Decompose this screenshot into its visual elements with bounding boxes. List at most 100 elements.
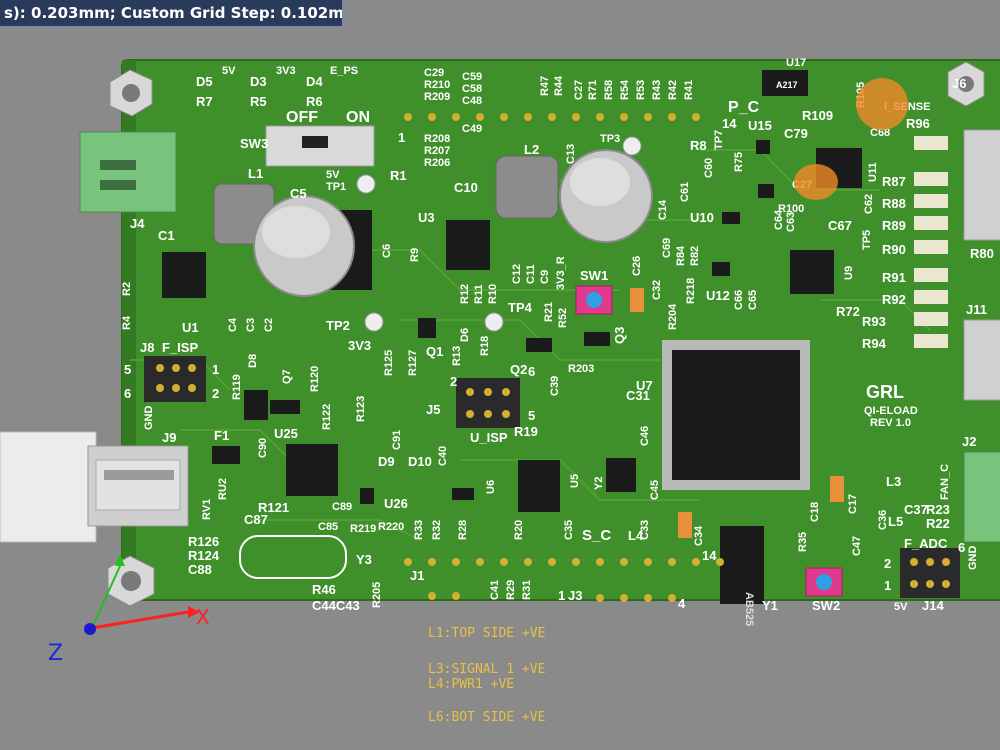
svg-text:6: 6 (124, 386, 131, 401)
svg-text:R219: R219 (350, 523, 376, 535)
svg-text:R22: R22 (926, 516, 950, 531)
svg-text:SW1: SW1 (580, 268, 608, 283)
svg-text:C2: C2 (263, 318, 275, 332)
svg-text:C85: C85 (318, 521, 338, 533)
svg-text:R1: R1 (390, 168, 407, 183)
svg-text:C64: C64 (773, 209, 785, 230)
svg-text:C91: C91 (391, 430, 403, 450)
svg-text:R120: R120 (309, 366, 321, 392)
layer-legend-l3: L3:SIGNAL 1 +VE (428, 662, 546, 677)
svg-text:R6: R6 (306, 94, 323, 109)
svg-text:5V: 5V (326, 169, 340, 181)
svg-text:R75: R75 (733, 152, 745, 172)
svg-text:R2: R2 (121, 282, 133, 296)
svg-text:C35: C35 (563, 520, 575, 540)
svg-text:C44C43: C44C43 (312, 598, 360, 613)
push-button-sw2[interactable] (805, 567, 843, 597)
svg-text:R52: R52 (557, 308, 569, 328)
svg-text:U25: U25 (274, 426, 298, 441)
svg-text:R119: R119 (231, 374, 243, 400)
svg-text:R82: R82 (689, 246, 701, 266)
push-button-sw1[interactable] (575, 285, 613, 315)
svg-text:R20: R20 (513, 520, 525, 540)
svg-text:R123: R123 (355, 396, 367, 422)
svg-text:U12: U12 (706, 288, 730, 303)
svg-text:GND: GND (143, 406, 155, 431)
svg-text:R18: R18 (479, 336, 491, 356)
svg-text:R126: R126 (188, 534, 219, 549)
pin-row-bottom (404, 558, 724, 602)
svg-text:J1: J1 (410, 568, 424, 583)
svg-text:C62: C62 (863, 194, 875, 214)
svg-text:R121: R121 (258, 500, 289, 515)
svg-text:F1: F1 (214, 428, 229, 443)
svg-text:C18: C18 (809, 502, 821, 522)
svg-text:C79: C79 (784, 126, 808, 141)
svg-text:R42: R42 (667, 80, 679, 100)
svg-text:L2: L2 (524, 142, 539, 157)
svg-text:TP5: TP5 (861, 230, 873, 250)
svg-text:3V3: 3V3 (348, 338, 371, 353)
svg-text:6: 6 (958, 540, 965, 555)
svg-text:R203: R203 (568, 363, 594, 375)
svg-text:C1: C1 (158, 228, 175, 243)
inductor-l2 (495, 155, 559, 219)
svg-text:C69: C69 (661, 238, 673, 258)
svg-text:14: 14 (702, 548, 717, 563)
svg-text:J6: J6 (952, 76, 966, 91)
svg-text:J2: J2 (962, 434, 976, 449)
svg-text:U1: U1 (182, 320, 199, 335)
crystal-y3 (239, 535, 347, 579)
svg-text:L5: L5 (888, 514, 903, 529)
svg-text:Q7: Q7 (281, 369, 293, 384)
svg-text:R44: R44 (553, 75, 565, 96)
svg-text:R28: R28 (457, 520, 469, 540)
svg-text:R125: R125 (383, 350, 395, 376)
svg-text:C9: C9 (539, 270, 551, 284)
svg-text:D10: D10 (408, 454, 432, 469)
slide-switch-sw3[interactable] (265, 125, 375, 167)
svg-text:Y2: Y2 (593, 477, 605, 490)
svg-text:C46: C46 (639, 426, 651, 446)
svg-text:R13: R13 (451, 346, 463, 366)
svg-text:Q3: Q3 (612, 327, 627, 344)
svg-text:D5: D5 (196, 74, 213, 89)
svg-text:R58: R58 (603, 80, 615, 100)
svg-text:R94: R94 (862, 336, 887, 351)
svg-text:R43: R43 (651, 80, 663, 100)
svg-text:R71: R71 (587, 80, 599, 100)
svg-text:C17: C17 (847, 494, 859, 514)
svg-text:C31: C31 (626, 388, 650, 403)
svg-text:C26: C26 (631, 256, 643, 276)
layer-legend-l4: L4:PWR1 +VE (428, 677, 515, 692)
connector-r80 (963, 129, 1000, 241)
status-bar-grid-info: s): 0.203mm; Custom Grid Step: 0.102mm (0, 0, 344, 28)
svg-text:C48: C48 (462, 95, 482, 107)
svg-text:U11: U11 (867, 162, 879, 182)
svg-text:R88: R88 (882, 196, 906, 211)
standoff-top-left (109, 69, 153, 117)
svg-text:GND: GND (967, 546, 979, 571)
svg-text:Y3: Y3 (356, 552, 372, 567)
svg-text:R92: R92 (882, 292, 906, 307)
svg-text:R35: R35 (797, 532, 809, 552)
svg-text:C10: C10 (454, 180, 478, 195)
svg-text:L4: L4 (628, 528, 644, 543)
svg-text:C90: C90 (257, 438, 269, 458)
pin-header-j8 (144, 356, 206, 402)
svg-text:L1: L1 (248, 166, 263, 181)
svg-text:E_PS: E_PS (330, 65, 358, 77)
svg-text:R208: R208 (424, 133, 450, 145)
svg-text:C33: C33 (639, 520, 651, 540)
svg-text:2: 2 (884, 556, 891, 571)
svg-text:FAN_C: FAN_C (939, 464, 951, 500)
svg-text:C6: C6 (381, 244, 393, 258)
connector-j11 (963, 319, 1000, 401)
svg-text:A217: A217 (776, 80, 798, 90)
svg-text:R210: R210 (424, 79, 450, 91)
svg-text:R41: R41 (683, 80, 695, 100)
svg-text:D4: D4 (306, 74, 323, 89)
svg-text:U7: U7 (636, 378, 653, 393)
svg-text:R54: R54 (619, 79, 631, 100)
